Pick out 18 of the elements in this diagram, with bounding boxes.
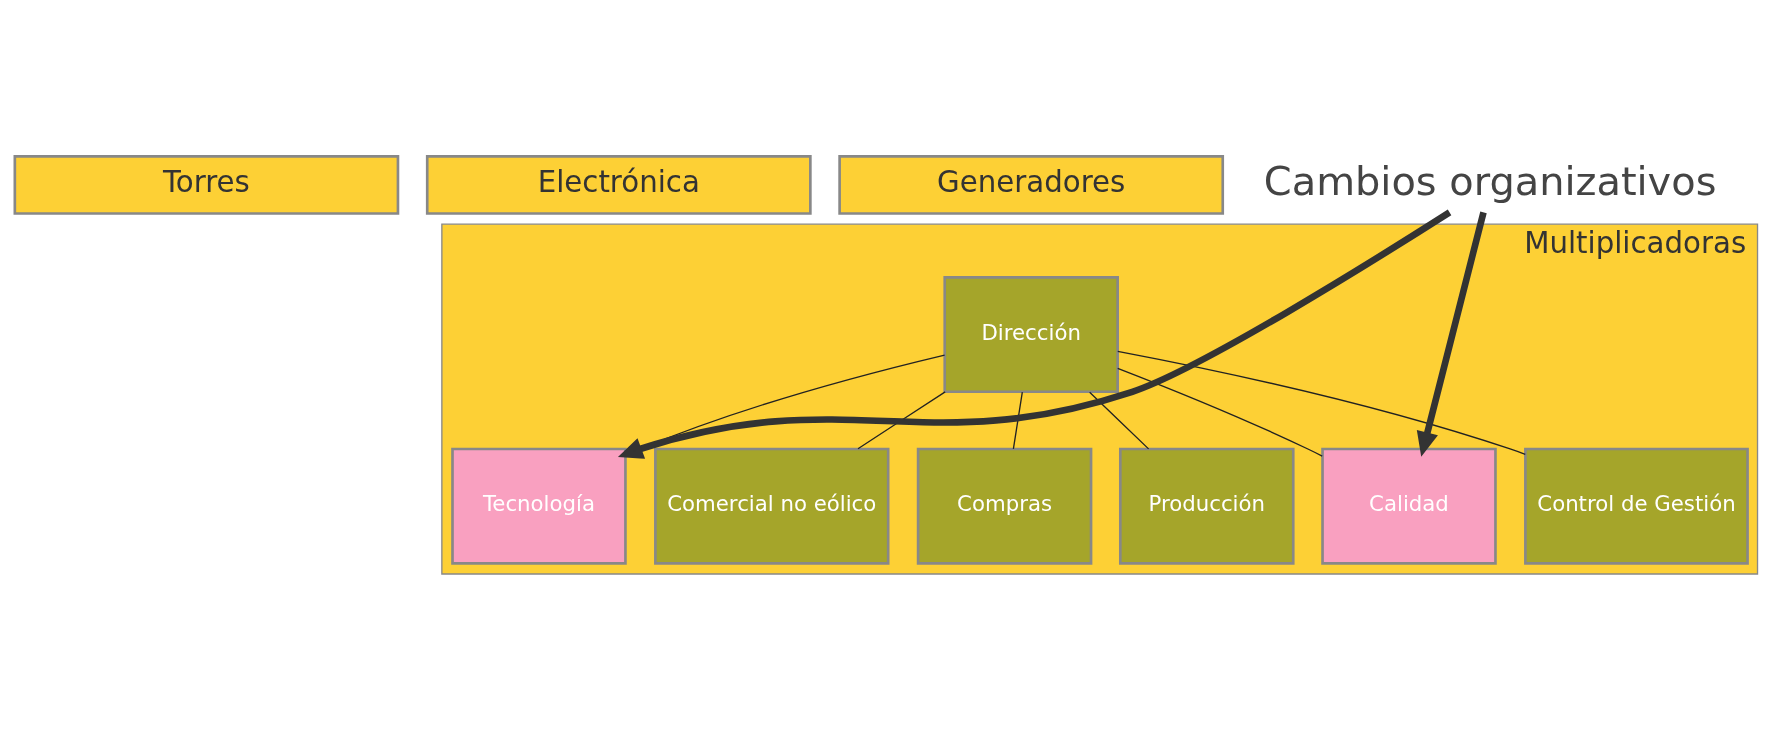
connector bbox=[1117, 367, 1323, 457]
node-text: Cambios organizativos bbox=[1263, 157, 1717, 204]
arrow bbox=[1416, 211, 1487, 457]
node-box: Control de Gestión bbox=[1524, 447, 1749, 565]
node-box: Electrónica bbox=[425, 155, 812, 215]
node-box: Dirección bbox=[943, 276, 1119, 394]
node-box: Torres bbox=[13, 155, 400, 215]
node-box: Calidad bbox=[1321, 447, 1497, 565]
node-box: Comercial no eólico bbox=[654, 447, 890, 565]
node-box: Compras bbox=[916, 447, 1093, 565]
connector bbox=[1012, 391, 1023, 450]
node-box: Generadores bbox=[838, 155, 1225, 215]
connector bbox=[857, 391, 946, 450]
connector bbox=[1117, 350, 1526, 456]
node-box: Producción bbox=[1119, 447, 1295, 565]
connector bbox=[1089, 391, 1150, 450]
arrow bbox=[617, 209, 1452, 459]
node-box: Tecnología bbox=[451, 447, 627, 565]
